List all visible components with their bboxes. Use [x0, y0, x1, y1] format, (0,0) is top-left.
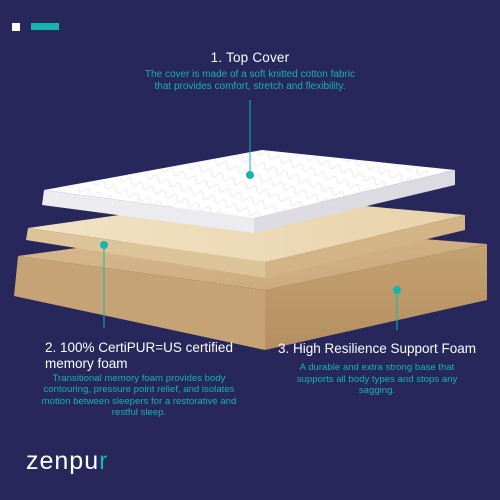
brand-logo: zenpur — [26, 447, 108, 476]
decorative-bar — [31, 23, 59, 30]
top-cover-description: The cover is made of a soft knitted cott… — [144, 69, 356, 92]
memory-foam-pointer-dot — [100, 241, 108, 249]
brand-name-main: zenpu — [26, 447, 100, 475]
memory-foam-title: 2. 100% CertiPUR=US certified memory foa… — [45, 340, 235, 372]
top-cover-pointer-dot — [246, 171, 254, 179]
support-foam-description: A durable and extra strong base that sup… — [296, 362, 458, 396]
support-foam-pointer-dot — [393, 286, 401, 294]
support-foam-title: 3. High Resilience Support Foam — [277, 341, 477, 356]
top-cover-title: 1. Top Cover — [210, 50, 290, 65]
brand-name-accent: r — [99, 447, 109, 475]
decorative-square — [12, 23, 20, 31]
memory-foam-description: Transitional memory foam provides body c… — [41, 373, 237, 418]
memory-foam-title-line1: 2. 100% CertiPUR=US certified — [45, 340, 233, 355]
memory-foam-title-line2: memory foam — [45, 356, 128, 371]
top-cover-layer — [42, 150, 455, 233]
